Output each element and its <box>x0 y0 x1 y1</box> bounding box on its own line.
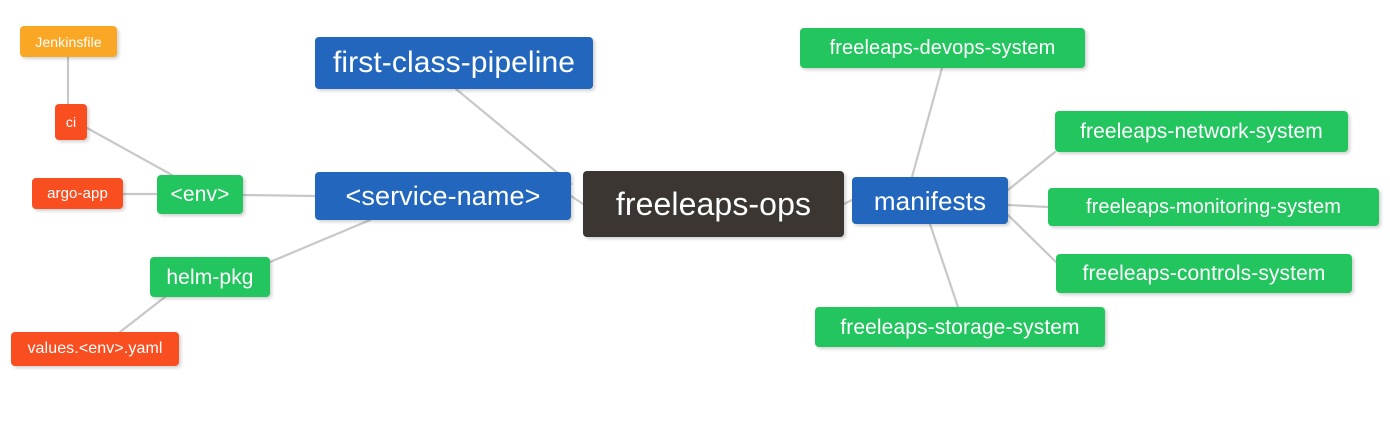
node-jenkinsfile[interactable]: Jenkinsfile <box>20 26 117 57</box>
node-argo-app[interactable]: argo-app <box>32 178 123 209</box>
node-freeleaps-network-system[interactable]: freeleaps-network-system <box>1055 111 1348 152</box>
edge-service-name-env <box>241 193 317 198</box>
node-label-manifests: manifests <box>873 185 987 216</box>
node-label-values-env-yaml: values.<env>.yaml <box>27 340 163 357</box>
edge-helm-pkg-values <box>118 295 167 334</box>
edge-service-name-pipeline <box>454 87 573 186</box>
node-label-freeleaps-storage-system: freeleaps-storage-system <box>840 315 1080 339</box>
node-label-first-class-pipeline: first-class-pipeline <box>332 46 576 79</box>
node-label-service-name: <service-name> <box>345 180 541 211</box>
node-label-freeleaps-monitoring-system: freeleaps-monitoring-system <box>1085 196 1341 218</box>
node-env[interactable]: <env> <box>157 175 243 214</box>
node-service-name[interactable]: <service-name> <box>315 172 571 220</box>
edge-ops-service-name <box>569 194 585 206</box>
node-manifests[interactable]: manifests <box>852 177 1008 224</box>
node-freeleaps-devops-system[interactable]: freeleaps-devops-system <box>800 28 1085 68</box>
node-label-jenkinsfile: Jenkinsfile <box>35 33 102 50</box>
node-freeleaps-ops[interactable]: freeleaps-ops <box>583 171 844 237</box>
node-helm-pkg[interactable]: helm-pkg <box>150 257 270 297</box>
edge-service-name-helm-pkg <box>268 218 372 264</box>
node-freeleaps-storage-system[interactable]: freeleaps-storage-system <box>815 307 1105 347</box>
node-ci[interactable]: ci <box>55 104 87 140</box>
node-label-freeleaps-devops-system: freeleaps-devops-system <box>829 37 1056 59</box>
edge-ops-manifests <box>842 198 854 206</box>
node-label-freeleaps-network-system: freeleaps-network-system <box>1080 120 1323 143</box>
edge-env-ci <box>85 126 174 177</box>
edge-manifests-devops <box>910 66 944 179</box>
node-label-freeleaps-controls-system: freeleaps-controls-system <box>1082 262 1326 285</box>
edge-manifests-network <box>1006 150 1057 192</box>
node-label-argo-app: argo-app <box>47 185 108 202</box>
node-freeleaps-controls-system[interactable]: freeleaps-controls-system <box>1056 254 1352 293</box>
edge-manifests-storage <box>928 222 960 309</box>
node-label-ci: ci <box>65 114 77 130</box>
node-label-env: <env> <box>170 183 230 206</box>
node-label-helm-pkg: helm-pkg <box>166 265 254 289</box>
edge-manifests-monitoring <box>1006 203 1050 209</box>
node-values-env-yaml[interactable]: values.<env>.yaml <box>11 332 179 366</box>
node-label-freeleaps-ops: freeleaps-ops <box>615 186 812 222</box>
node-first-class-pipeline[interactable]: first-class-pipeline <box>315 37 593 89</box>
node-freeleaps-monitoring-system[interactable]: freeleaps-monitoring-system <box>1048 188 1379 226</box>
